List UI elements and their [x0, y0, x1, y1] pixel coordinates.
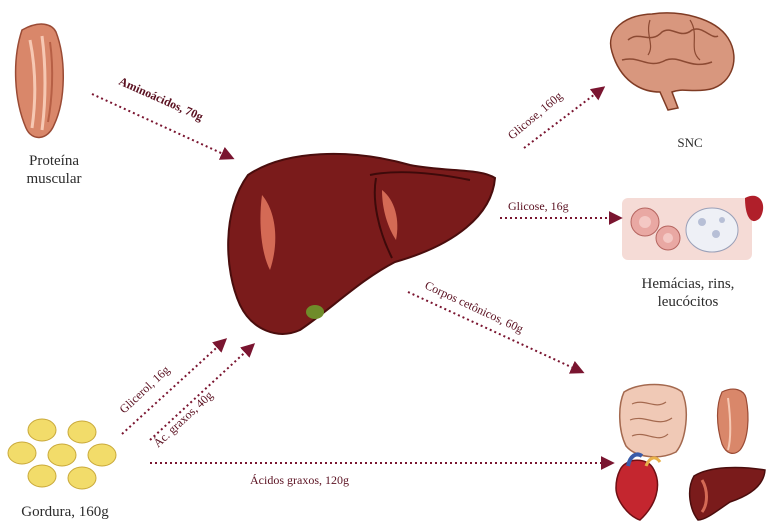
muscle-label-line2: muscular — [4, 170, 104, 188]
cns-label: SNC — [650, 134, 730, 152]
muscle-label: Proteína muscular — [4, 152, 104, 188]
flow-label-ketones: Corpos cetônicos, 60g — [423, 278, 526, 336]
small-liver-icon — [690, 468, 765, 520]
intestine-icon — [620, 385, 687, 457]
brain-icon — [611, 13, 734, 110]
fat-droplets-icon — [8, 419, 116, 489]
fat-label: Gordura, 160g — [0, 503, 130, 521]
blood-label-line1: Hemácias, rins, — [618, 275, 758, 293]
arrow-liver-to-periphery — [408, 292, 582, 372]
muscle-icon — [16, 24, 64, 137]
flow-label-fatty-acids-periphery: Ácidos graxos, 120g — [250, 473, 349, 487]
flow-label-glucose-blood: Glicose, 16g — [508, 199, 569, 213]
blood-label-line2: leucócitos — [618, 293, 758, 311]
blood-label: Hemácias, rins, leucócitos — [618, 275, 758, 311]
liver-icon — [228, 154, 495, 334]
muscle-label-line1: Proteína — [4, 152, 104, 170]
flow-label-glycerol: Glicerol, 16g — [116, 363, 172, 416]
flow-label-glucose-cns: Glicose, 160g — [505, 89, 565, 143]
small-muscle-icon — [718, 389, 749, 453]
blood-cells-kidney-icon — [622, 196, 763, 260]
cns-label-text: SNC — [650, 134, 730, 152]
heart-icon — [616, 454, 660, 520]
flow-label-amino: Aminoácidos, 70g — [117, 74, 206, 124]
flow-label-fatty-acids-liver: Ác. graxos, 40g — [150, 388, 215, 450]
fat-label-text: Gordura, 160g — [0, 503, 130, 521]
